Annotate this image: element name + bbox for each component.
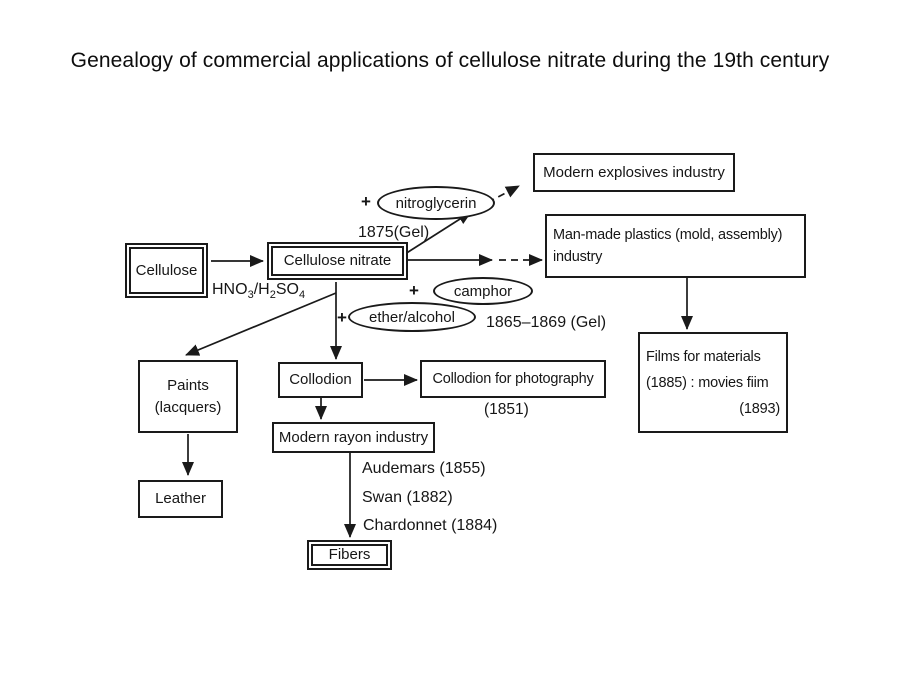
box-modern-explosives-industry: Modern explosives industry	[533, 153, 735, 192]
box-rayon-label: Modern rayon industry	[278, 428, 429, 446]
box-films-for-materials: Films for materials (1885) : movies fiim…	[638, 332, 788, 433]
ellipse-camphor: camphor	[433, 277, 533, 305]
box-paints-line1: Paints	[167, 376, 209, 394]
box-explosives-label: Modern explosives industry	[543, 163, 725, 181]
box-paints: Paints (lacquers)	[138, 360, 238, 433]
box-modern-rayon-industry: Modern rayon industry	[272, 422, 435, 453]
box-fibers: Fibers	[307, 540, 392, 570]
plus-camphor: +	[409, 281, 419, 300]
label-chardonnet-1884: Chardonnet (1884)	[363, 517, 498, 534]
box-collodion: Collodion	[278, 362, 363, 398]
label-audemars-1855: Audemars (1855)	[362, 460, 486, 477]
acid-part: /H	[253, 281, 270, 298]
box-films-line2: (1885) : movies fiim	[646, 374, 769, 391]
box-cellulose-nitrate: Cellulose nitrate	[267, 242, 408, 280]
box-cellulose-label: Cellulose	[135, 261, 198, 279]
ellipse-ether-alcohol: ether/alcohol	[348, 302, 476, 332]
plus-nitroglycerin: +	[361, 192, 371, 211]
ellipse-nitroglycerin: nitroglycerin	[377, 186, 495, 220]
box-films-line3: (1893)	[739, 400, 780, 417]
box-leather: Leather	[138, 480, 223, 518]
label-1851: (1851)	[484, 401, 529, 418]
box-collodion-photography-label: Collodion for photography	[432, 371, 594, 387]
box-cellulose: Cellulose	[125, 243, 208, 298]
ellipse-camphor-label: camphor	[453, 282, 513, 300]
label-1875-gel: 1875(Gel)	[358, 224, 430, 241]
box-fibers-label: Fibers	[328, 546, 371, 563]
ellipse-ether-alcohol-label: ether/alcohol	[369, 308, 455, 326]
label-swan-1882: Swan (1882)	[362, 489, 453, 506]
slide-title: Genealogy of commercial applications of …	[70, 49, 830, 72]
box-man-made-plastics: Man-made plastics (mold, assembly) indus…	[545, 214, 806, 278]
arrow-nitrate-to-paints	[185, 292, 337, 356]
box-paints-line2: (lacquers)	[154, 398, 222, 416]
ellipse-nitroglycerin-label: nitroglycerin	[395, 194, 477, 212]
box-plastics-line1: Man-made plastics (mold, assembly)	[553, 227, 783, 243]
acid-part: SO	[275, 281, 299, 298]
plus-ether-alcohol: +	[337, 308, 347, 327]
label-1865-1869-gel: 1865–1869 (Gel)	[486, 314, 607, 331]
acid-sub: 4	[298, 289, 306, 302]
box-cellulose-nitrate-label: Cellulose nitrate	[283, 252, 392, 269]
acid-sub: 3	[247, 289, 254, 302]
acid-sub: 2	[269, 289, 276, 302]
box-collodion-for-photography: Collodion for photography	[420, 360, 606, 398]
box-films-line1: Films for materials	[646, 348, 761, 365]
acid-part: HNO	[212, 281, 248, 298]
label-acid-hno3-h2so4: HNO3/H2SO4	[212, 281, 306, 302]
box-leather-label: Leather	[155, 490, 206, 507]
box-plastics-line2: industry	[553, 249, 603, 265]
box-collodion-label: Collodion	[289, 371, 352, 388]
